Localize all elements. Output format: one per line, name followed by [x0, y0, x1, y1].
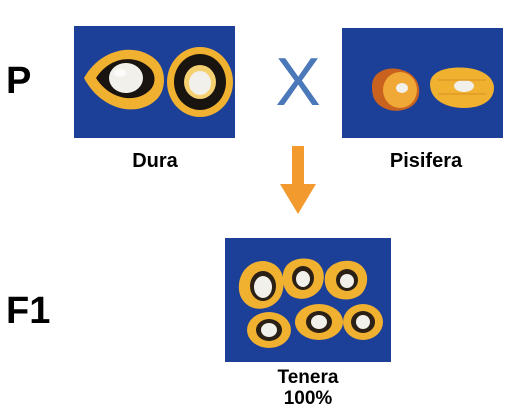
dura-fruit-right — [167, 47, 233, 117]
tenera-fruit-4 — [247, 312, 291, 348]
generation-label-p: P — [6, 60, 32, 102]
pisifera-fruit-photo — [342, 28, 503, 138]
dura-caption: Dura — [132, 150, 178, 172]
pisifera-fruit-illustration — [372, 67, 494, 111]
tenera-fruit-2 — [282, 258, 324, 299]
generation-label-f1: F1 — [6, 290, 51, 332]
tenera-fruit-photo — [225, 238, 391, 362]
dura-fruit-left — [84, 49, 164, 110]
down-arrow-icon — [280, 146, 316, 214]
tenera-fruit-1 — [238, 260, 284, 309]
tenera-fruit-3 — [324, 260, 368, 300]
tenera-fruit-5 — [295, 304, 343, 340]
dura-fruit-illustration — [84, 47, 233, 117]
tenera-caption: Tenera — [277, 367, 339, 388]
pisifera-fruit-left — [372, 68, 420, 111]
cross-sign-icon: X — [275, 52, 320, 112]
tenera-fruit-illustration — [238, 258, 383, 348]
pisifera-caption: Pisifera — [389, 150, 463, 172]
pisifera-fruit-right — [430, 67, 494, 108]
tenera-percent: 100% — [283, 388, 333, 409]
cross-symbol: X — [275, 52, 320, 112]
dura-fruit-photo — [74, 26, 235, 138]
tenera-fruit-6 — [343, 304, 383, 340]
